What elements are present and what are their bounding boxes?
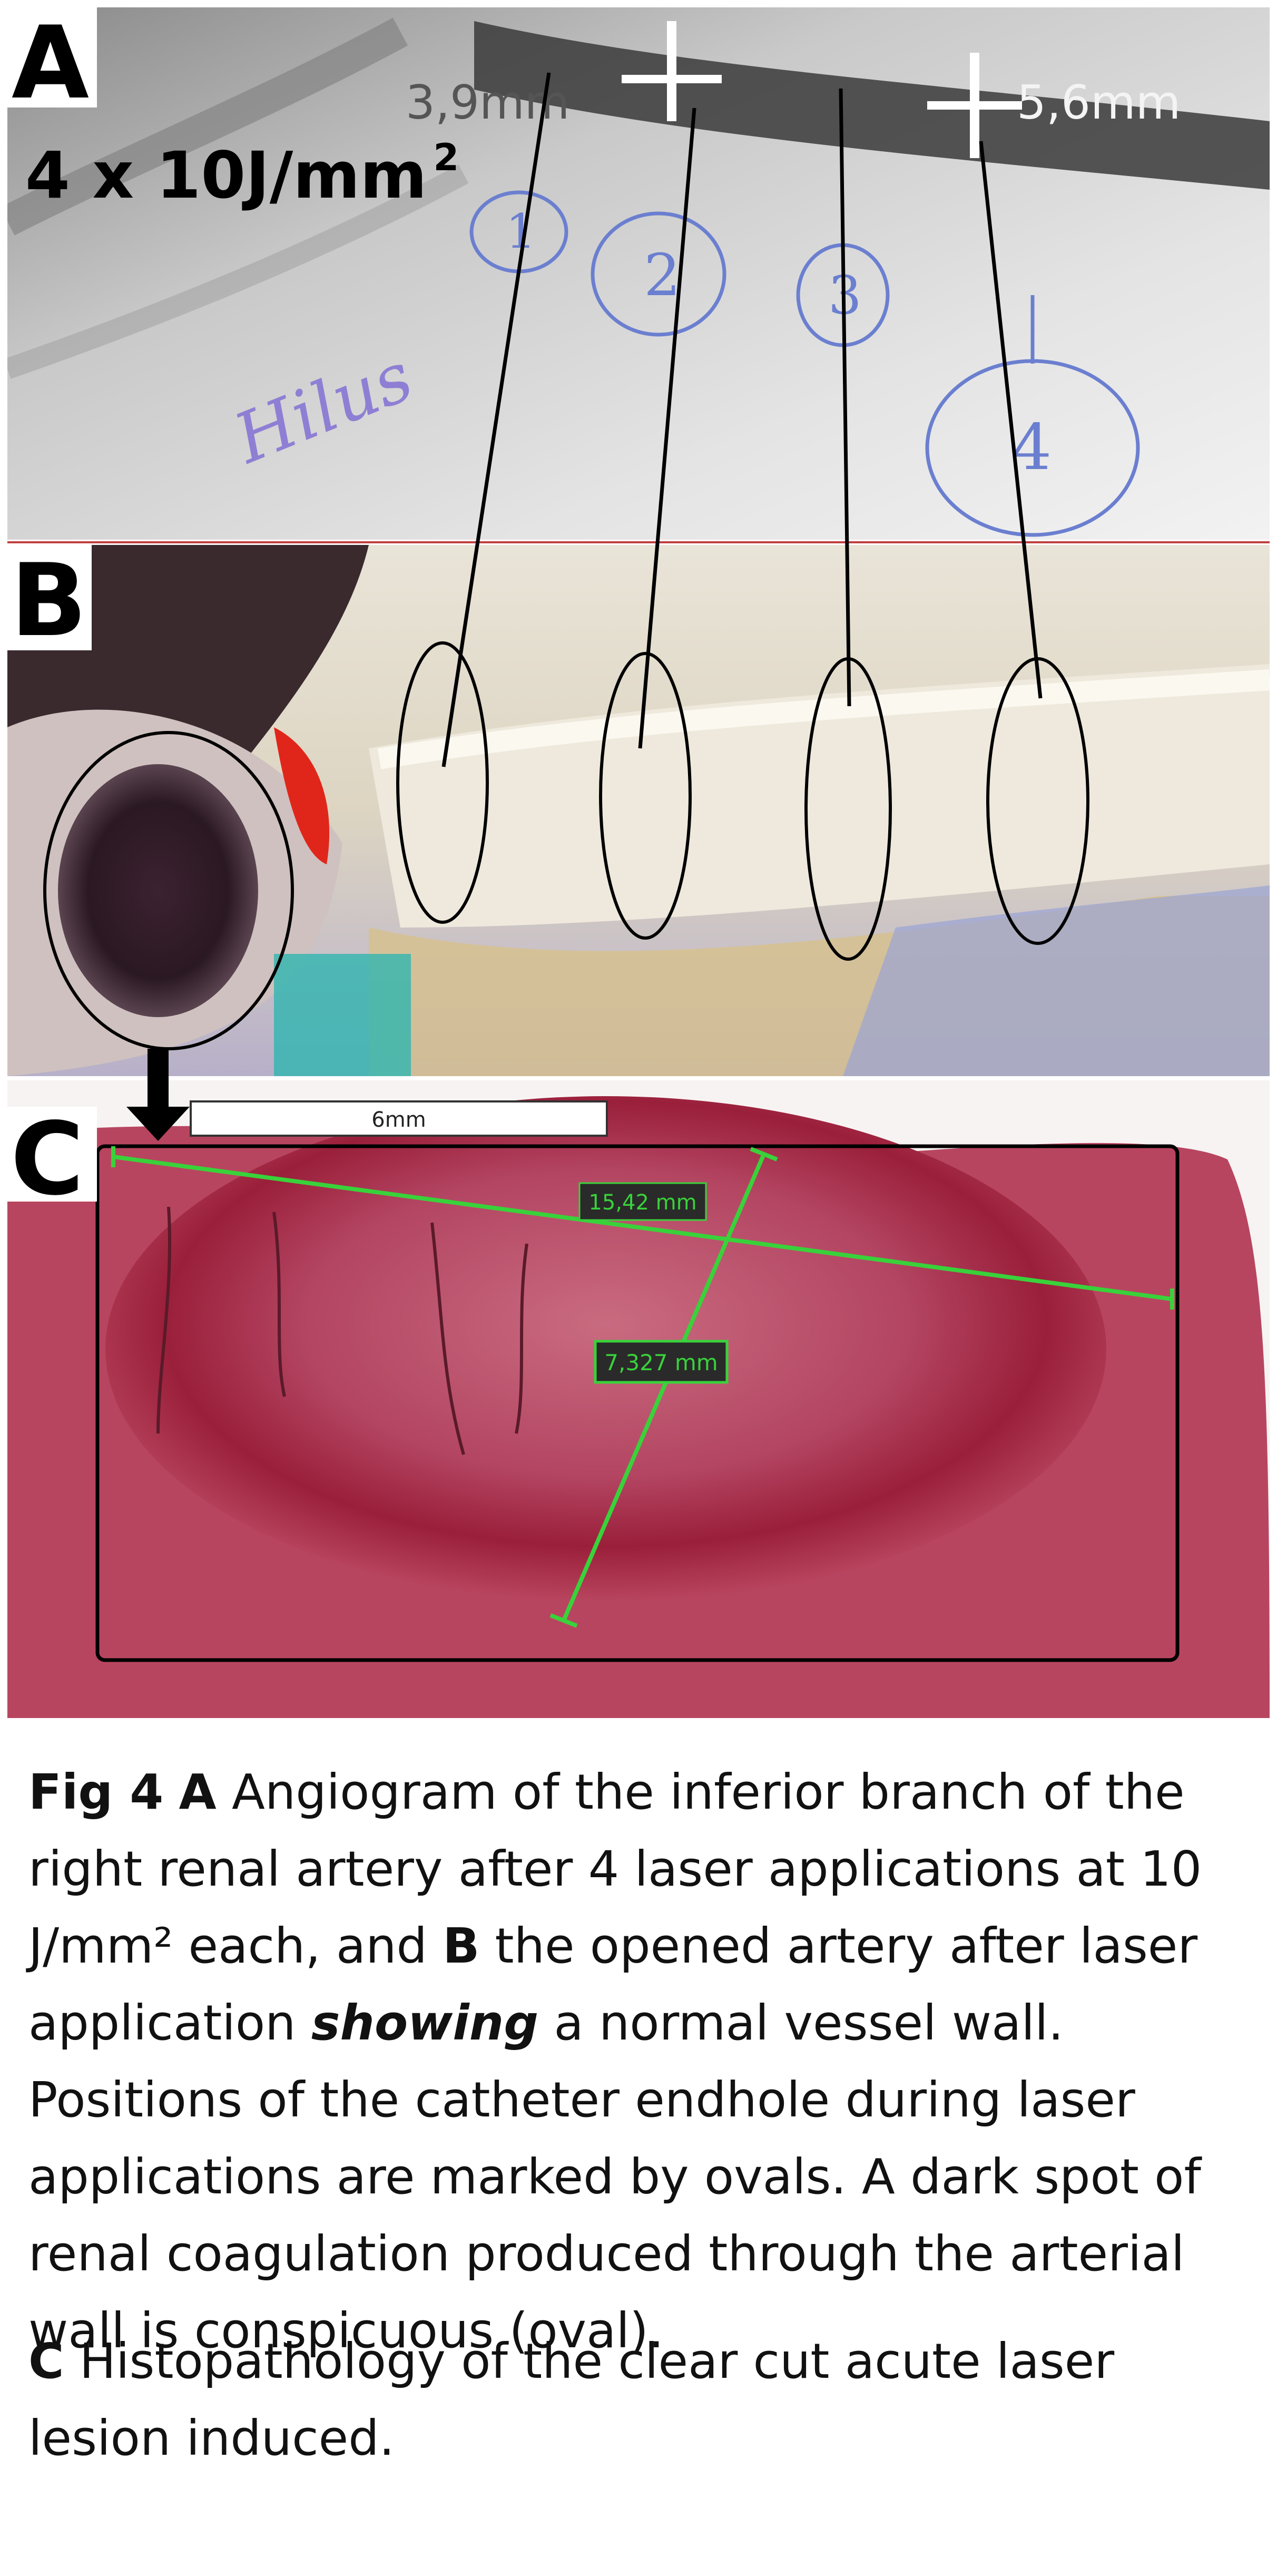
caption-b-text-2: a normal vessel wall. Positions of the c… [28, 1995, 1201, 2359]
length-line [113, 1155, 1173, 1301]
panel-b: B [7, 542, 1270, 1076]
panel-b-letter-box [7, 545, 92, 650]
measurement-lines [111, 1146, 1174, 1628]
figure-canvas: 3,9mm 5,6mm 1 2 3 4 Hilus A 4 x 10J/mm2 [7, 5, 1270, 1718]
caption-b-text-1: the opened artery after laser applicatio… [28, 1918, 1198, 2051]
tissue-cracks [156, 1206, 528, 1455]
panel-a: 3,9mm 5,6mm 1 2 3 4 Hilus A 4 x 10J/mm2 [7, 5, 1270, 540]
figure-caption: Fig 4 A Angiogram of the inferior branch… [28, 1754, 1251, 2369]
caption-b-emphasis: showing [311, 1995, 539, 2051]
figure-caption-c: C Histopathology of the clear cut acute … [28, 2323, 1251, 2477]
scale-bar-label: 6mm [371, 1108, 426, 1132]
distance-label-2: 5,6mm [1017, 75, 1181, 130]
length-label: 15,42 mm [588, 1191, 696, 1215]
caption-a-text: Angiogram of the inferior branch of the … [28, 1764, 1202, 1974]
panel-b-letter: B [11, 542, 87, 659]
width-label-box [594, 1340, 729, 1384]
circle-number-4: 4 [1011, 411, 1052, 484]
vessel-wall-fold [377, 669, 1270, 769]
caption-c-letter: C [28, 2333, 64, 2389]
blood-red-area [274, 727, 330, 864]
oval-2 [599, 652, 692, 940]
caption-a-letter: A [179, 1764, 217, 1820]
panel-c: 6mm 15,42 mm 7,327 mm C [7, 1049, 1270, 1718]
length-label-box [578, 1182, 707, 1221]
width-label: 7,327 mm [604, 1350, 718, 1375]
distance-marker-2: 5,6mm [927, 53, 1181, 158]
circle-number-2: 2 [644, 241, 681, 309]
width-line [562, 1153, 766, 1622]
green-drape [274, 954, 411, 1076]
leader-lines [441, 72, 1043, 767]
vessel-shadow [7, 17, 408, 236]
blue-drape [843, 885, 1270, 1076]
panel-a-letter-box [7, 7, 97, 108]
panel-c-letter: C [11, 1101, 84, 1217]
oval-1 [396, 641, 489, 924]
panel-a-letter: A [12, 5, 89, 121]
scale-bar [190, 1100, 608, 1137]
arrow-head [126, 1107, 190, 1141]
vessel-shadow-2 [7, 164, 469, 379]
handwritten-position-marks [469, 190, 1140, 537]
panel-c-letter-box [7, 1107, 97, 1202]
caption-fig-label: Fig 4 [28, 1764, 164, 1820]
coagulation-spot [58, 764, 258, 1017]
caption-c-text: Histopathology of the clear cut acute la… [28, 2333, 1115, 2466]
lesion-bounding-box [95, 1144, 1180, 1662]
caption-b-letter: B [443, 1918, 480, 1974]
